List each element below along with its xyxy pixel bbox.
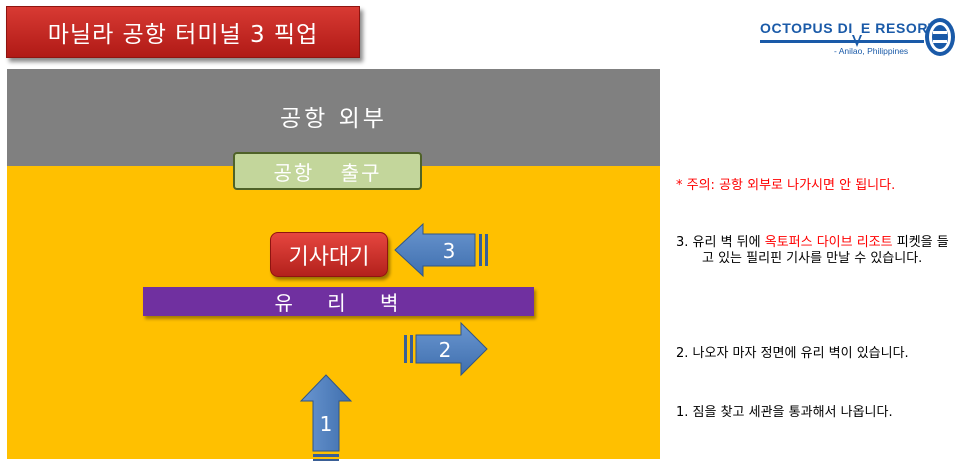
glass-wall-label: 유 리 벽 [274,291,403,315]
arrow-1-number: 1 [320,412,333,436]
caution-note: * 주의: 공항 외부로 나가시면 안 됩니다. [676,178,896,193]
logo-underline [760,40,924,43]
logo-wordmark: OCTOPUS DI E RESORT [760,20,938,47]
airport-outside-area: 공항 외부 [7,69,660,166]
arrow-3-number: 3 [443,239,456,263]
driver-waiting-spot: 기사대기 [270,232,388,277]
arrow-2-right-icon: 2 [404,321,488,377]
arrow-1-up-icon: 1 [299,374,353,461]
airport-diagram: 공항 외부 공항 출구 기사대기 유 리 벽 3 [7,69,660,461]
logo-wordmark-part2: E RESORT [860,20,938,36]
step-1-note: 1. 짐을 찾고 세관을 통과해서 나옵니다. [676,405,893,420]
octopus-emblem-icon [925,18,955,56]
airport-exit: 공항 출구 [233,152,422,190]
arrow-2-number: 2 [439,338,452,362]
step-3-highlight: 옥토퍼스 다이브 리조트 [764,235,893,250]
step-2-note: 2. 나오자 마자 정면에 유리 벽이 있습니다. [676,346,909,361]
title-banner: 마닐라 공항 터미널 3 픽업 [6,6,360,58]
step-3-note: 3. 유리 벽 뒤에 옥토퍼스 다이브 리조트 피켓을 들고 있는 필리핀 기사… [676,235,952,267]
logo-tagline: - Anilao, Philippines [834,46,909,56]
airport-exit-label: 공항 출구 [273,160,382,185]
page-title: 마닐라 공항 터미널 3 픽업 [47,22,319,48]
driver-waiting-label: 기사대기 [288,244,370,270]
airport-outside-label: 공항 외부 [280,106,387,132]
instructions-panel: * 주의: 공항 외부로 나가시면 안 됩니다. 3. 유리 벽 뒤에 옥토퍼스… [676,0,956,468]
logo-v-glyph-icon [851,35,862,47]
glass-wall: 유 리 벽 [143,287,534,316]
resort-logo: OCTOPUS DI E RESORT - Anilao, Philippines [760,14,960,64]
arrow-3-left-icon: 3 [394,222,488,278]
logo-wordmark-part1: OCTOPUS DI [760,20,853,36]
step-3-suffix: 피켓을 들고 있는 필리핀 기사를 만날 수 있습니다. [702,235,949,266]
step-3-prefix: 3. 유리 벽 뒤에 [676,235,765,250]
